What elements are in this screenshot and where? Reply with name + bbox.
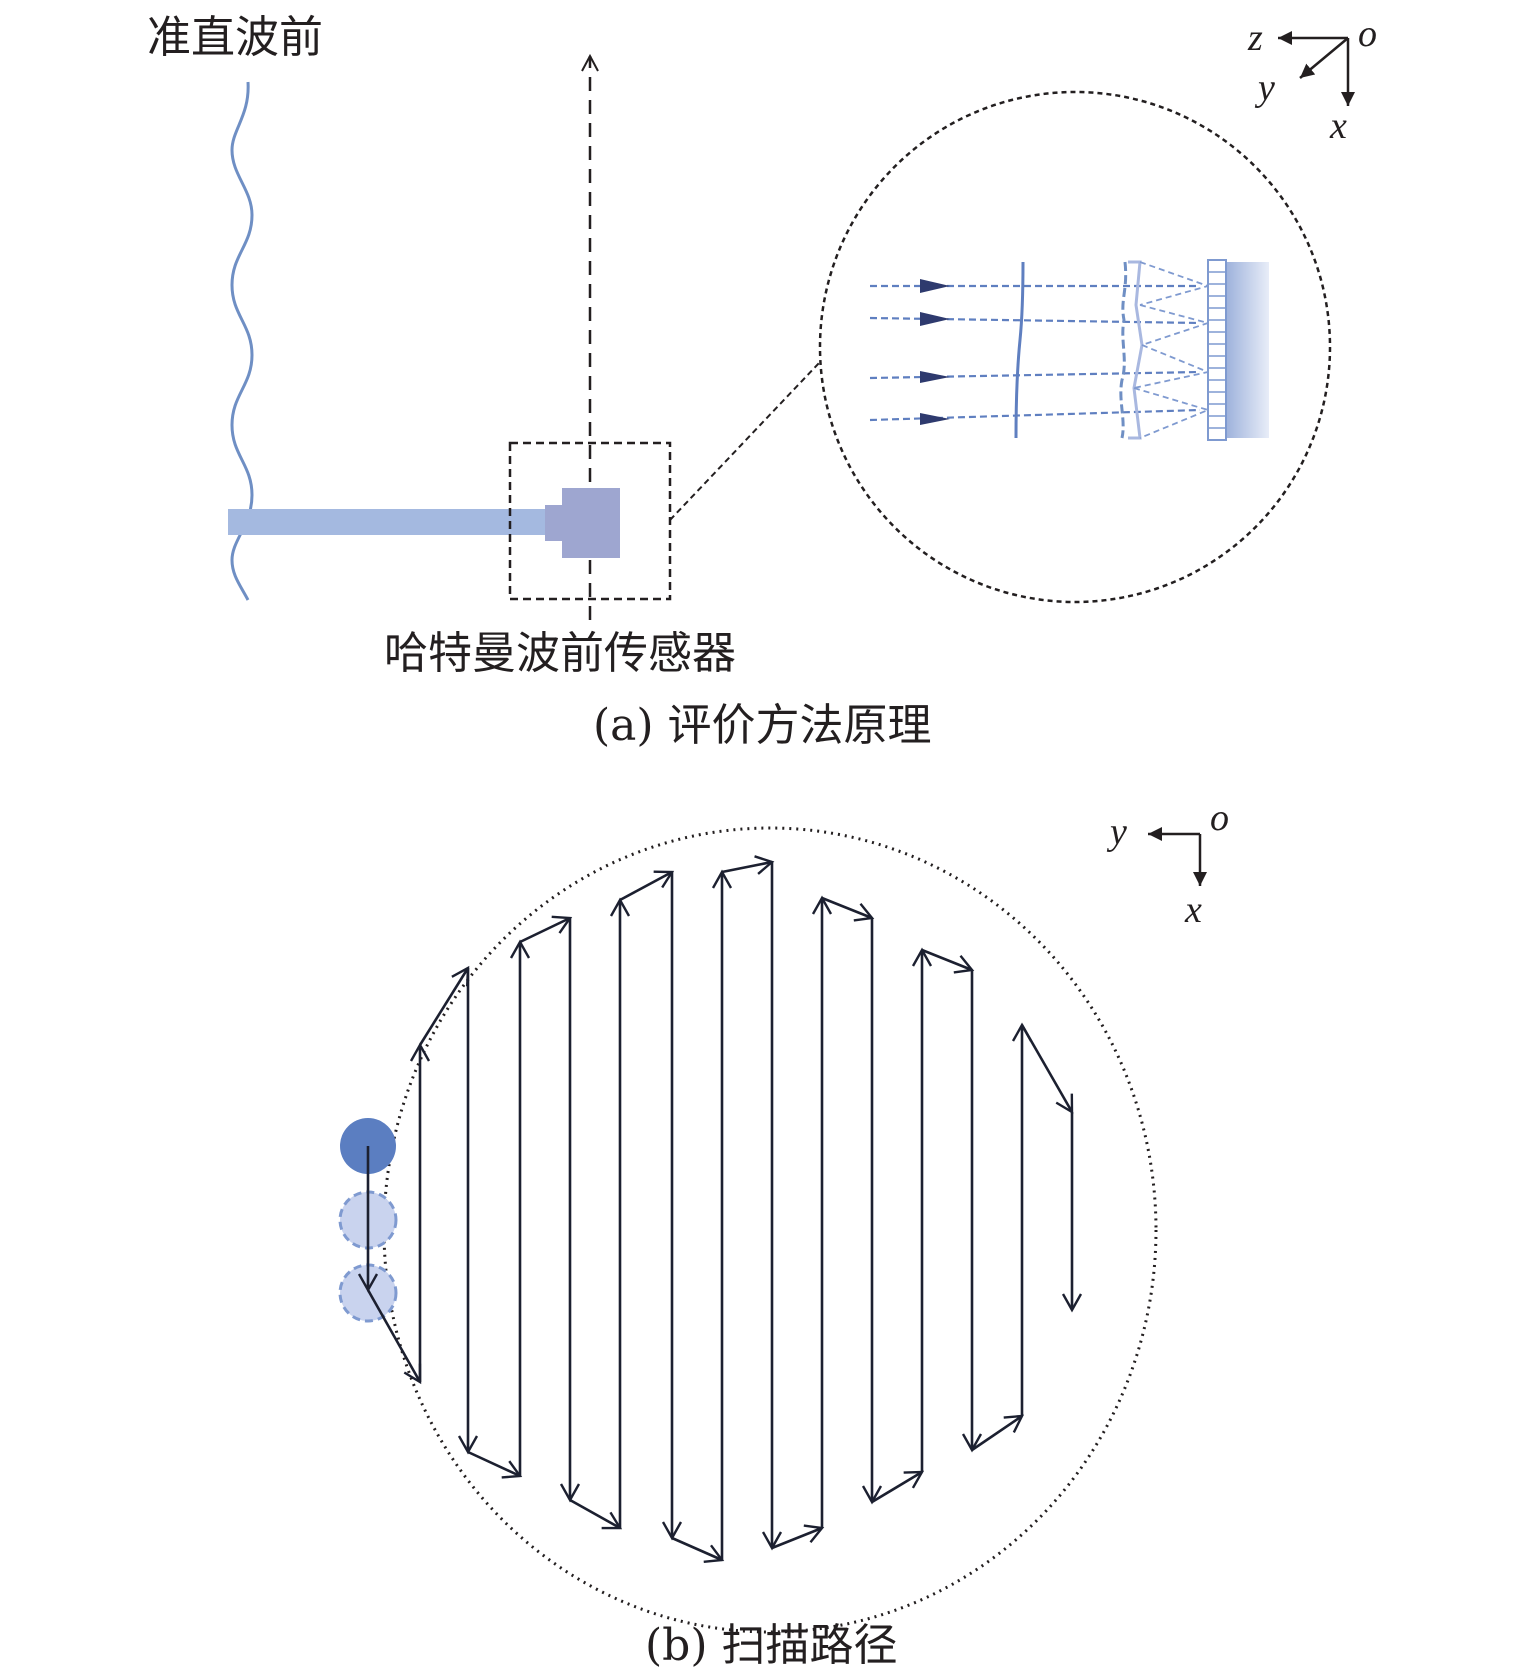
axis-y-label: y bbox=[1254, 67, 1275, 109]
axis-o-label: o bbox=[1358, 13, 1377, 55]
scan-segment bbox=[519, 915, 573, 944]
scan-segment bbox=[871, 1470, 925, 1504]
incident-ray bbox=[869, 370, 1201, 380]
scan-segment bbox=[569, 1498, 623, 1530]
axis-z-label: z bbox=[1247, 17, 1263, 59]
zoom-circle bbox=[818, 90, 1332, 604]
axis-o-label: o bbox=[1210, 797, 1229, 839]
caption-b: (b) 扫描路径 bbox=[645, 1620, 897, 1671]
incident-ray bbox=[869, 408, 1201, 422]
scan-segment bbox=[418, 965, 470, 1046]
axes-b: y o x bbox=[1106, 797, 1229, 931]
axis-x-label: x bbox=[1184, 889, 1202, 931]
wavefront-label: 准直波前 bbox=[147, 12, 323, 63]
scan-segment bbox=[771, 1524, 825, 1550]
scan-aperture bbox=[382, 826, 1158, 1634]
panel-b: y o x bbox=[338, 797, 1229, 1671]
hartmann-sensor bbox=[562, 488, 620, 558]
zoom-box bbox=[508, 441, 672, 601]
distorted-wavefront bbox=[1014, 261, 1025, 439]
scan-segment bbox=[366, 1289, 422, 1385]
sensor-detail bbox=[869, 259, 1269, 441]
axis-x-label: x bbox=[1329, 105, 1347, 147]
sensor-neck bbox=[545, 505, 565, 541]
scan-segment bbox=[721, 855, 775, 875]
ccd-pixel-strip bbox=[1207, 259, 1227, 441]
light-beam bbox=[228, 509, 546, 535]
scan-segment bbox=[821, 896, 875, 922]
scan-segment bbox=[619, 870, 675, 902]
scan-segment bbox=[1020, 1024, 1074, 1115]
ray-direction-marker bbox=[920, 371, 950, 383]
scan-segment bbox=[921, 948, 975, 974]
axis-y-label: y bbox=[1106, 811, 1127, 853]
ray-direction-marker bbox=[920, 279, 950, 293]
ccd-detector bbox=[1227, 262, 1269, 438]
scan-segment bbox=[671, 1536, 725, 1563]
ray-direction-marker bbox=[920, 312, 950, 326]
panel-a: 准直波前 bbox=[147, 12, 1377, 751]
scan-path bbox=[357, 855, 1083, 1563]
caption-a: (a) 评价方法原理 bbox=[593, 700, 932, 751]
ccd-pixel-ticks bbox=[1208, 271, 1226, 429]
incident-ray bbox=[869, 316, 1201, 325]
ray-direction-marker bbox=[920, 413, 950, 425]
scan-segment bbox=[971, 1414, 1025, 1452]
axis-y-arrow bbox=[1299, 37, 1349, 79]
axes-a: z o y x bbox=[1247, 13, 1377, 147]
microlens-array bbox=[1119, 261, 1128, 439]
sensor-label: 哈特曼波前传感器 bbox=[384, 628, 736, 679]
scan-segment bbox=[467, 1450, 523, 1479]
zoom-leader-line bbox=[669, 361, 821, 521]
